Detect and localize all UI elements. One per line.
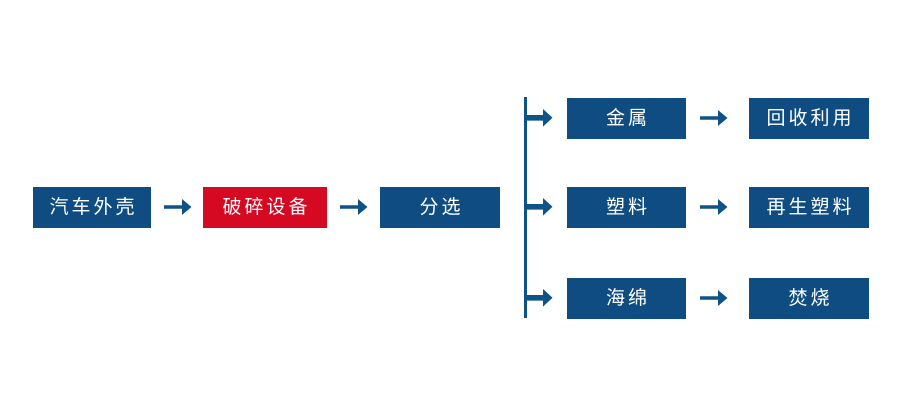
arrow-right-icon-branch-plastic [527,196,553,218]
arrow-right-icon-branch-metal [527,107,553,129]
node-car-shell[interactable]: 汽车外壳 [33,187,151,228]
arrow-right-icon-branch-sponge [527,287,553,309]
node-regenerated-plastic[interactable]: 再生塑料 [749,187,869,228]
vertical-trunk-icon [524,97,527,318]
node-incineration[interactable]: 焚烧 [749,278,869,319]
node-plastic[interactable]: 塑料 [567,187,686,228]
node-recycling-reuse[interactable]: 回收利用 [749,98,869,139]
node-sponge[interactable]: 海绵 [567,278,686,319]
arrow-right-icon-shell-to-crusher [164,196,192,218]
arrow-right-icon-plastic-to-regenerated [700,196,728,218]
arrow-right-icon-sponge-to-incineration [700,287,728,309]
arrow-right-icon-crusher-to-sorting [340,196,368,218]
arrow-right-icon-metal-to-recycle [700,107,728,129]
node-sorting[interactable]: 分选 [380,187,500,228]
node-metal[interactable]: 金属 [567,98,686,139]
node-crushing-equipment[interactable]: 破碎设备 [203,187,327,228]
